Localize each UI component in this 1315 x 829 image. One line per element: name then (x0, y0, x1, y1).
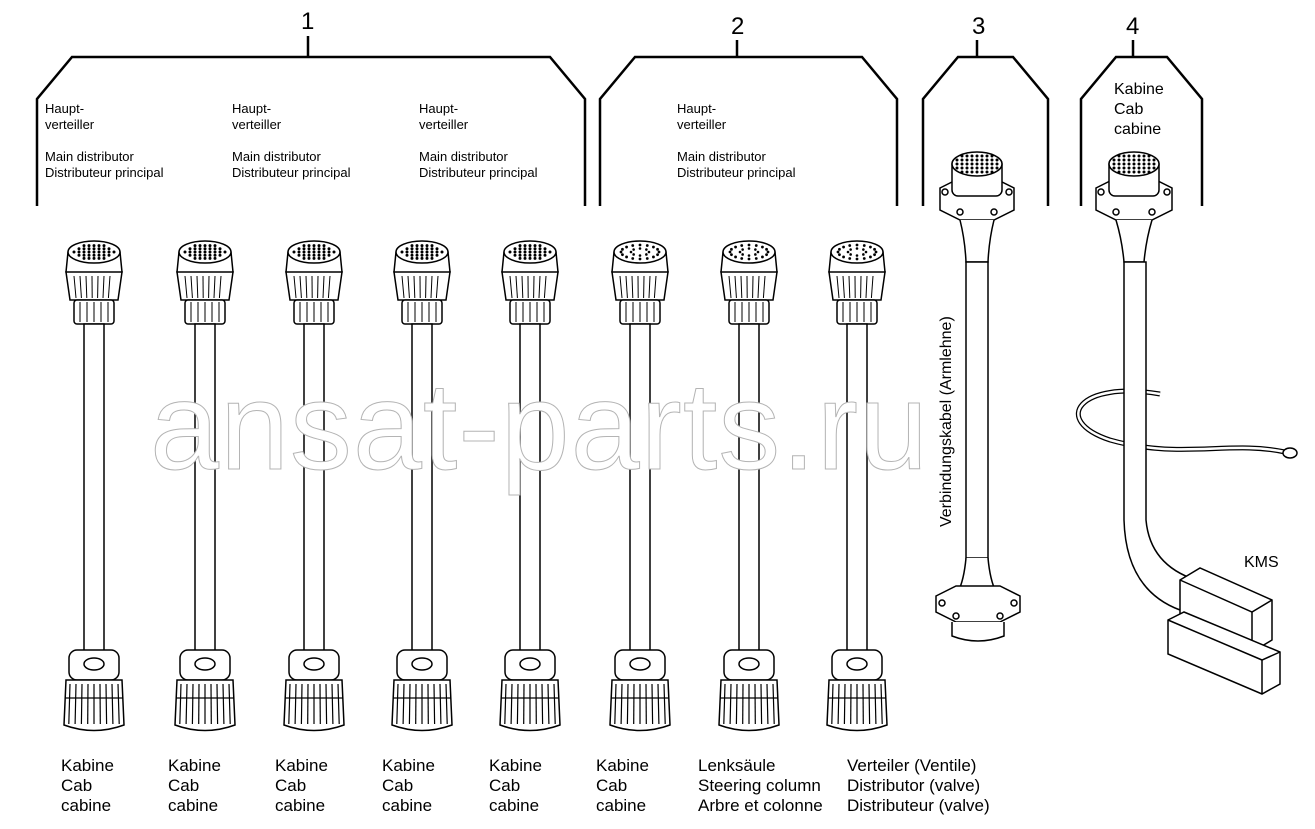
bracket-group-1 (35, 36, 587, 206)
kms-cable (1075, 151, 1298, 695)
bottom-label-1: Kabine Cab cabine (61, 756, 114, 815)
group-number-1: 1 (301, 8, 315, 35)
armrest-cable-label: Verbindungskabel (Armlehne) (938, 316, 955, 527)
watermark: ansat-parts.ru (149, 358, 930, 497)
header-main-distributor-2: Haupt- verteiller Main distributor Distr… (232, 101, 351, 180)
bracket-group-4 (1079, 40, 1204, 206)
group-number-3: 3 (972, 13, 986, 40)
cable-8 (826, 240, 888, 732)
cable-7 (718, 240, 780, 732)
bottom-label-3: Kabine Cab cabine (275, 756, 328, 815)
cable-6 (609, 240, 671, 732)
bottom-label-6: Kabine Cab cabine (596, 756, 649, 815)
armrest-cable (935, 151, 1021, 642)
bracket-group-3 (921, 40, 1050, 206)
cable-2 (174, 240, 236, 732)
kms-label: KMS (1244, 554, 1279, 571)
bottom-label-2: Kabine Cab cabine (168, 756, 221, 815)
cable-3 (283, 240, 345, 732)
bottom-label-7: Lenksäule Steering column Arbre et colon… (698, 756, 823, 815)
cable-4 (391, 240, 453, 732)
group-number-4: 4 (1126, 13, 1140, 40)
bracket-group-2 (598, 40, 899, 206)
bottom-label-4: Kabine Cab cabine (382, 756, 435, 815)
bottom-label-5: Kabine Cab cabine (489, 756, 542, 815)
bottom-label-8: Verteiler (Ventile) Distributor (valve) … (847, 756, 990, 815)
cable-5 (499, 240, 561, 732)
group-number-2: 2 (731, 13, 745, 40)
header-main-distributor-4: Haupt- verteiller Main distributor Distr… (677, 101, 796, 180)
cable-1 (63, 240, 125, 732)
header-cab-label: Kabine Cab cabine (1114, 81, 1164, 138)
header-main-distributor-1: Haupt- verteiller Main distributor Distr… (45, 101, 164, 180)
header-main-distributor-3: Haupt- verteiller Main distributor Distr… (419, 101, 538, 180)
